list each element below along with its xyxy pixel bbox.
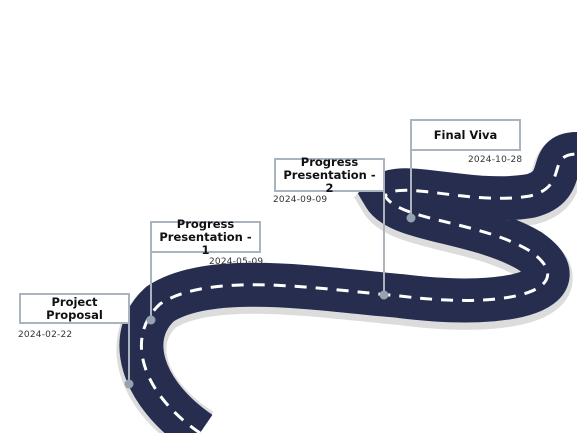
- lane-markings: [139, 152, 577, 433]
- marker-progress-1: [146, 315, 156, 325]
- milestone-project-proposal-title: Project Proposal: [19, 293, 130, 324]
- milestone-progress-1-date: 2024-05-09: [209, 257, 264, 267]
- milestone-final-viva-title: Final Viva: [410, 119, 521, 151]
- milestone-project-proposal-date: 2024-02-22: [18, 330, 73, 340]
- milestone-progress-2-title: Progress Presentation - 2: [274, 155, 385, 194]
- marker-final-viva: [406, 213, 416, 223]
- marker-progress-2: [379, 290, 389, 300]
- milestone-final-viva-date: 2024-10-28: [468, 155, 523, 165]
- milestone-progress-1-title: Progress Presentation - 1: [150, 217, 261, 256]
- milestone-progress-2-date: 2024-09-09: [273, 195, 328, 205]
- marker-project-proposal: [124, 379, 134, 389]
